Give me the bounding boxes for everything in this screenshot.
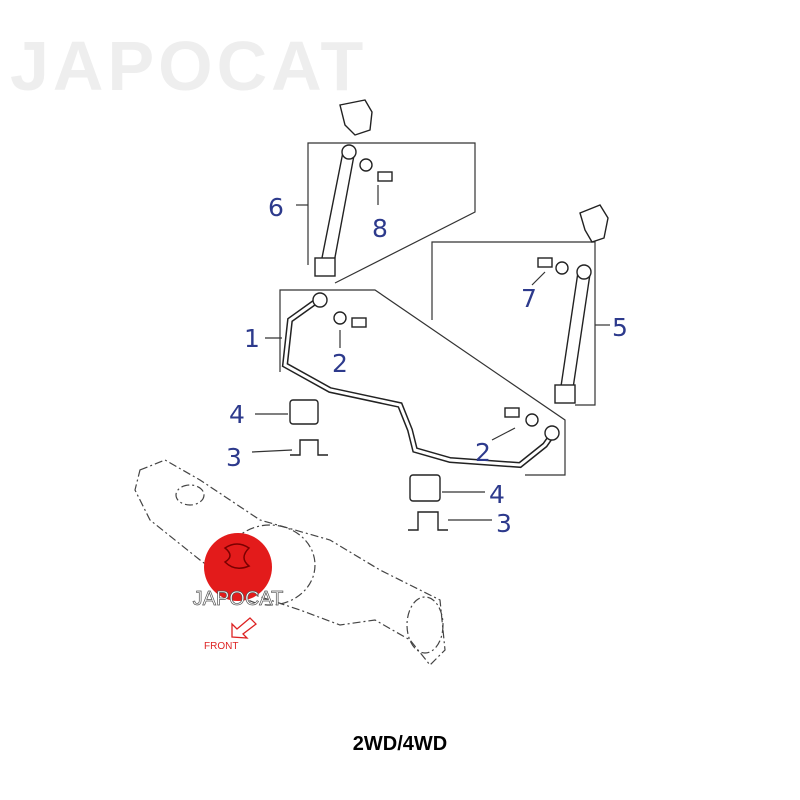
- bracket-3-right: [408, 511, 448, 531]
- callout-3-right: 3: [496, 509, 512, 538]
- bracket-upper-right: [579, 204, 609, 243]
- front-indicator: FRONT: [204, 617, 257, 652]
- bolt-8: [377, 171, 393, 182]
- link-rod-5: [559, 271, 591, 396]
- bolt-2: [351, 317, 367, 328]
- callout-8: 8: [372, 214, 388, 243]
- rear-axle-housing: [134, 459, 446, 666]
- callout-5: 5: [612, 313, 628, 342]
- bar-end-upper: [312, 292, 328, 308]
- bushing-4-right: [409, 474, 441, 502]
- link-rod-6: [319, 149, 356, 269]
- link-bushing: [576, 264, 592, 280]
- leader-lines: [251, 185, 610, 521]
- callout-4-right: 4: [489, 480, 505, 509]
- hub: [406, 596, 444, 654]
- logo-text: JAPOCAT: [193, 588, 284, 610]
- front-label: FRONT: [204, 641, 238, 652]
- watermark: JAPOCAT: [10, 27, 367, 105]
- bolt-2: [504, 407, 520, 418]
- nut-8: [359, 158, 373, 172]
- stabilizer-bar: [281, 297, 555, 469]
- callout-4-left: 4: [229, 400, 245, 429]
- bracket-3-left: [290, 439, 328, 456]
- pinion-flange: [175, 484, 205, 506]
- nut-2: [525, 413, 539, 427]
- callout-2-lower: 2: [475, 438, 491, 467]
- front-arrow-icon: [231, 617, 257, 639]
- callout-3-left: 3: [226, 443, 242, 472]
- group-box-5: [431, 241, 596, 406]
- callout-6: 6: [268, 193, 284, 222]
- link-end: [314, 257, 336, 277]
- callout-1: 1: [244, 324, 260, 353]
- nut-7: [555, 261, 569, 275]
- drive-type-caption: 2WD/4WD: [352, 733, 448, 755]
- group-box-1: [279, 289, 566, 476]
- callout-7: 7: [521, 284, 537, 313]
- group-box-6: [307, 142, 476, 284]
- nut-2: [333, 311, 347, 325]
- bushing-4-left: [289, 399, 319, 425]
- japocat-logo: JAPOCAT: [192, 533, 284, 610]
- bolt-7: [537, 257, 553, 268]
- link-bushing: [341, 144, 357, 160]
- bar-end-lower: [544, 425, 560, 441]
- link-end: [554, 384, 576, 404]
- bracket-upper-left: [339, 99, 373, 136]
- callout-2-upper: 2: [332, 349, 348, 378]
